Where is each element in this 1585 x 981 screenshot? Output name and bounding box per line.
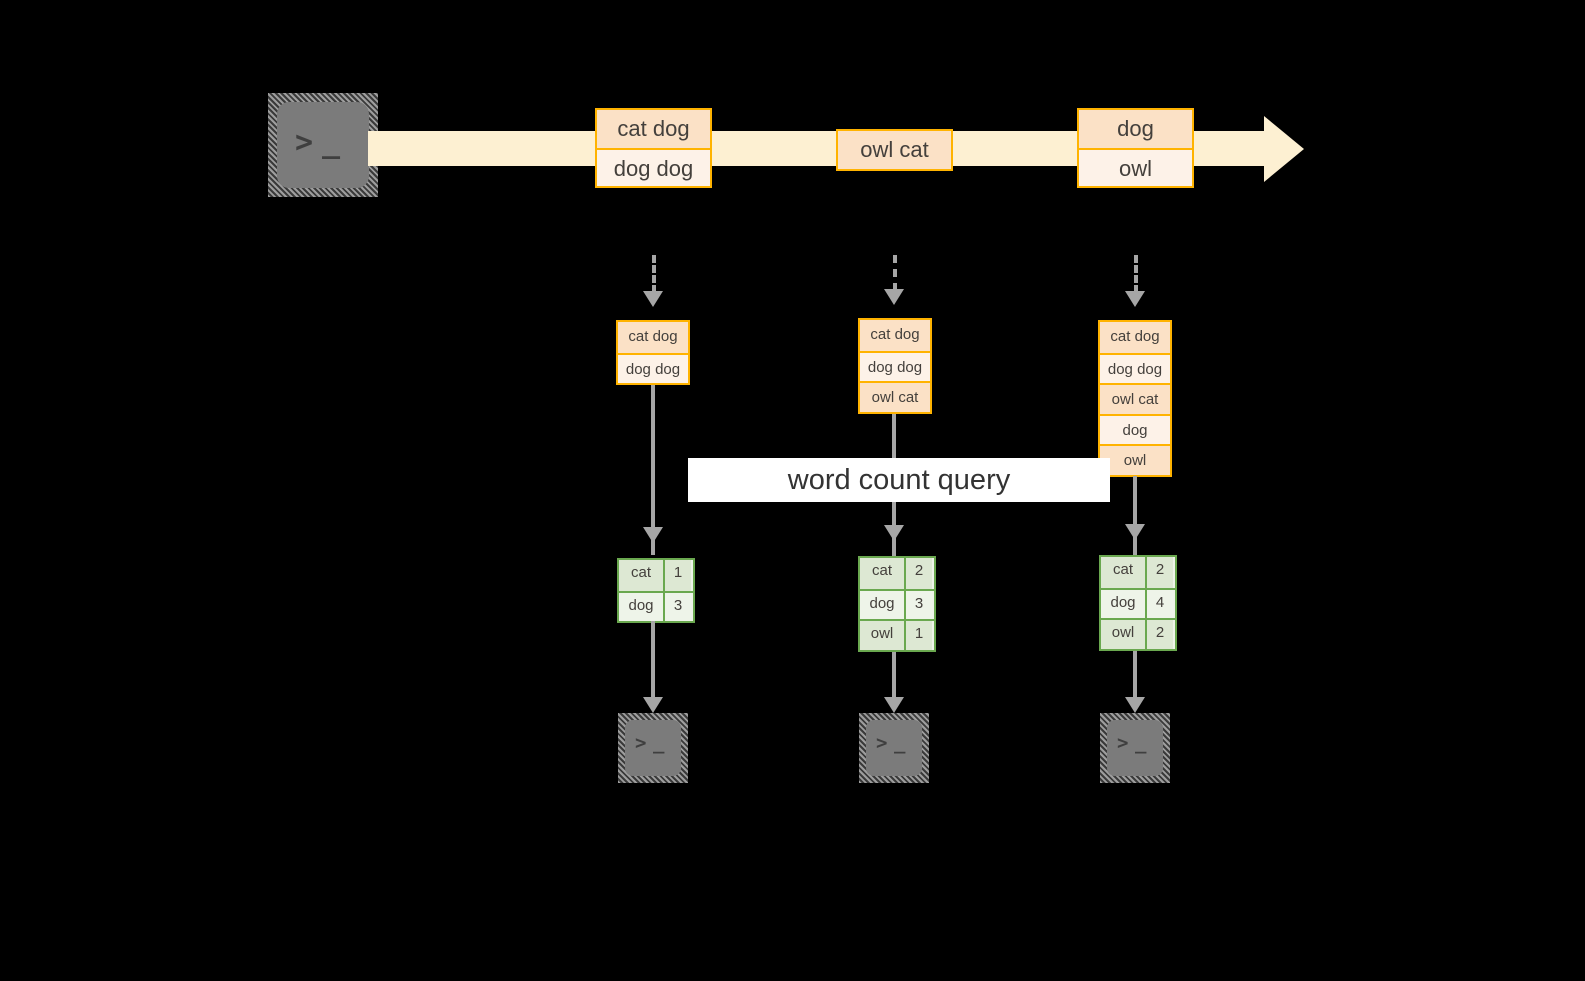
- count-value: 2: [904, 558, 932, 589]
- stream-arrow-head: [1264, 115, 1304, 182]
- snapshot-to-count-connector-3: [1133, 476, 1137, 556]
- snapshot-record: cat dog: [860, 320, 930, 351]
- count-value: 3: [904, 590, 932, 619]
- snapshot-2[interactable]: cat dog dog dog owl cat: [858, 318, 932, 414]
- stream-record: owl cat: [838, 131, 951, 169]
- source-terminal-icon[interactable]: > _: [268, 93, 378, 197]
- count-value: 2: [1145, 557, 1173, 588]
- count-value: 1: [663, 560, 691, 591]
- stream-to-snapshot-connector-3: [1134, 255, 1138, 293]
- sink-terminal-2[interactable]: > _: [859, 713, 929, 783]
- count-word: cat: [1101, 557, 1145, 588]
- count-to-sink-connector-1: [651, 621, 655, 699]
- sink-terminal-3[interactable]: > _: [1100, 713, 1170, 783]
- arrowhead-icon: [1125, 697, 1145, 713]
- terminal-screen: > _: [866, 720, 922, 776]
- count-word: dog: [860, 590, 904, 619]
- count-row: dog 3: [619, 590, 693, 621]
- terminal-cursor-glyph: _: [1135, 732, 1148, 754]
- count-word: dog: [1101, 589, 1145, 618]
- stream-group-2[interactable]: owl cat: [836, 129, 953, 171]
- snapshot-record: dog dog: [1100, 352, 1170, 383]
- count-value: 2: [1145, 620, 1173, 649]
- stream-group-1[interactable]: cat dog dog dog: [595, 108, 712, 188]
- arrowhead-icon: [884, 289, 904, 305]
- terminal-screen: > _: [277, 102, 369, 188]
- snapshot-3[interactable]: cat dog dog dog owl cat dog owl: [1098, 320, 1172, 477]
- arrowhead-icon: [884, 697, 904, 713]
- snapshot-record: dog dog: [860, 350, 930, 381]
- count-word: owl: [1101, 620, 1145, 649]
- count-table-1[interactable]: cat 1 dog 3: [617, 558, 695, 623]
- terminal-screen: > _: [1107, 720, 1163, 776]
- count-table-2[interactable]: cat 2 dog 3 owl 1: [858, 556, 936, 652]
- snapshot-record: dog dog: [618, 352, 688, 383]
- count-value: 3: [663, 592, 691, 621]
- terminal-cursor-glyph: _: [653, 732, 666, 754]
- arrowhead-icon: [884, 525, 904, 541]
- count-row: dog 4: [1101, 587, 1175, 618]
- stream-record: dog dog: [597, 148, 710, 186]
- arrowhead-icon: [643, 697, 663, 713]
- terminal-prompt-glyph: >: [635, 732, 648, 754]
- query-label: word count query: [688, 458, 1110, 502]
- count-to-sink-connector-2: [892, 652, 896, 699]
- count-row: cat 2: [860, 558, 934, 589]
- snapshot-1[interactable]: cat dog dog dog: [616, 320, 690, 385]
- count-row: owl 1: [860, 619, 934, 650]
- snapshot-record: owl: [1100, 444, 1170, 475]
- terminal-prompt-glyph: >: [295, 125, 315, 160]
- stream-group-3[interactable]: dog owl: [1077, 108, 1194, 188]
- sink-terminal-1[interactable]: > _: [618, 713, 688, 783]
- terminal-prompt-glyph: >: [1117, 732, 1130, 754]
- stream-to-snapshot-connector-1: [652, 255, 656, 293]
- snapshot-record: cat dog: [618, 322, 688, 353]
- count-word: owl: [860, 621, 904, 650]
- terminal-cursor-glyph: _: [894, 732, 907, 754]
- terminal-cursor-glyph: _: [322, 125, 342, 160]
- snapshot-to-count-connector-1: [651, 385, 655, 555]
- snapshot-record: owl cat: [1100, 383, 1170, 414]
- snapshot-record: cat dog: [1100, 322, 1170, 353]
- count-row: cat 2: [1101, 557, 1175, 588]
- arrowhead-icon: [643, 291, 663, 307]
- count-row: cat 1: [619, 560, 693, 591]
- stream-to-snapshot-connector-2: [893, 255, 897, 291]
- count-value: 1: [904, 621, 932, 650]
- count-word: dog: [619, 592, 663, 621]
- count-row: dog 3: [860, 588, 934, 619]
- arrowhead-icon: [1125, 524, 1145, 540]
- stream-record: dog: [1079, 110, 1192, 148]
- stream-record: cat dog: [597, 110, 710, 148]
- arrowhead-icon: [1125, 291, 1145, 307]
- count-word: cat: [860, 558, 904, 589]
- snapshot-record: owl cat: [860, 381, 930, 412]
- count-value: 4: [1145, 589, 1173, 618]
- arrowhead-icon: [643, 527, 663, 543]
- terminal-prompt-glyph: >: [876, 732, 889, 754]
- count-row: owl 2: [1101, 618, 1175, 649]
- terminal-screen: > _: [625, 720, 681, 776]
- count-to-sink-connector-3: [1133, 651, 1137, 699]
- count-word: cat: [619, 560, 663, 591]
- snapshot-record: dog: [1100, 413, 1170, 444]
- count-table-3[interactable]: cat 2 dog 4 owl 2: [1099, 555, 1177, 651]
- stream-record: owl: [1079, 148, 1192, 186]
